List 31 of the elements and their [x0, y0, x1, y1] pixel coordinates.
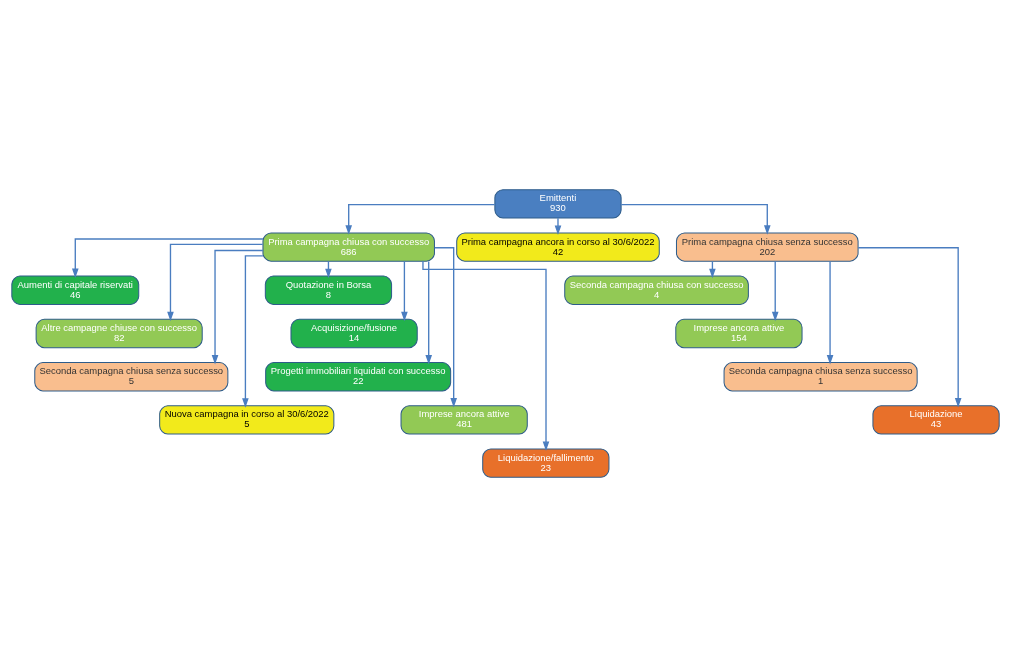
node-box: Prima campagna chiusa con successo 686: [262, 231, 435, 262]
arrow: [771, 260, 779, 321]
arrow: [211, 249, 264, 364]
node-box: Aumenti di capitale riservati 46: [11, 275, 140, 305]
node-box: Seconda campagna chiusa senza successo 5: [34, 361, 229, 391]
arrow: [401, 260, 408, 321]
arrow: [345, 203, 496, 235]
arrow: [242, 254, 264, 408]
node-box: Liquidazione 43: [872, 404, 1000, 435]
arrow: [857, 246, 962, 408]
node-box: Prima campagna ancora in corso al 30/6/2022 42: [456, 231, 660, 262]
node-box: Quotazione in Borsa 8: [264, 275, 393, 305]
node-box: Imprese ancora attive 481: [400, 404, 528, 435]
arrow: [71, 237, 264, 278]
node-box: Seconda campagna chiusa senza successo 1: [723, 361, 918, 391]
arrow: [554, 217, 562, 235]
node-box: Progetti immobiliari liquidati con successo 22: [265, 361, 452, 391]
arrow: [425, 260, 433, 365]
node-box: Acquisizione/fusione 14: [290, 318, 418, 348]
node-box: Prima campagna chiusa senza successo 202: [675, 231, 859, 262]
arrow: [167, 243, 264, 321]
node-box: Nuova campagna in corso al 30/6/2022 5: [159, 404, 335, 435]
arrow: [434, 246, 457, 408]
node-box: Liquidazione/fallimento 23: [482, 447, 610, 478]
arrow: [826, 260, 834, 365]
node-box: Imprese ancora attive 154: [675, 318, 803, 348]
arrow: [620, 203, 771, 235]
node-box: Seconda campagna chiusa con successo 4: [564, 275, 749, 305]
node-box: Emittenti 930: [494, 188, 622, 219]
node-box: Altre campagne chiuse con successo 82: [35, 318, 203, 348]
arrow: [422, 260, 550, 451]
